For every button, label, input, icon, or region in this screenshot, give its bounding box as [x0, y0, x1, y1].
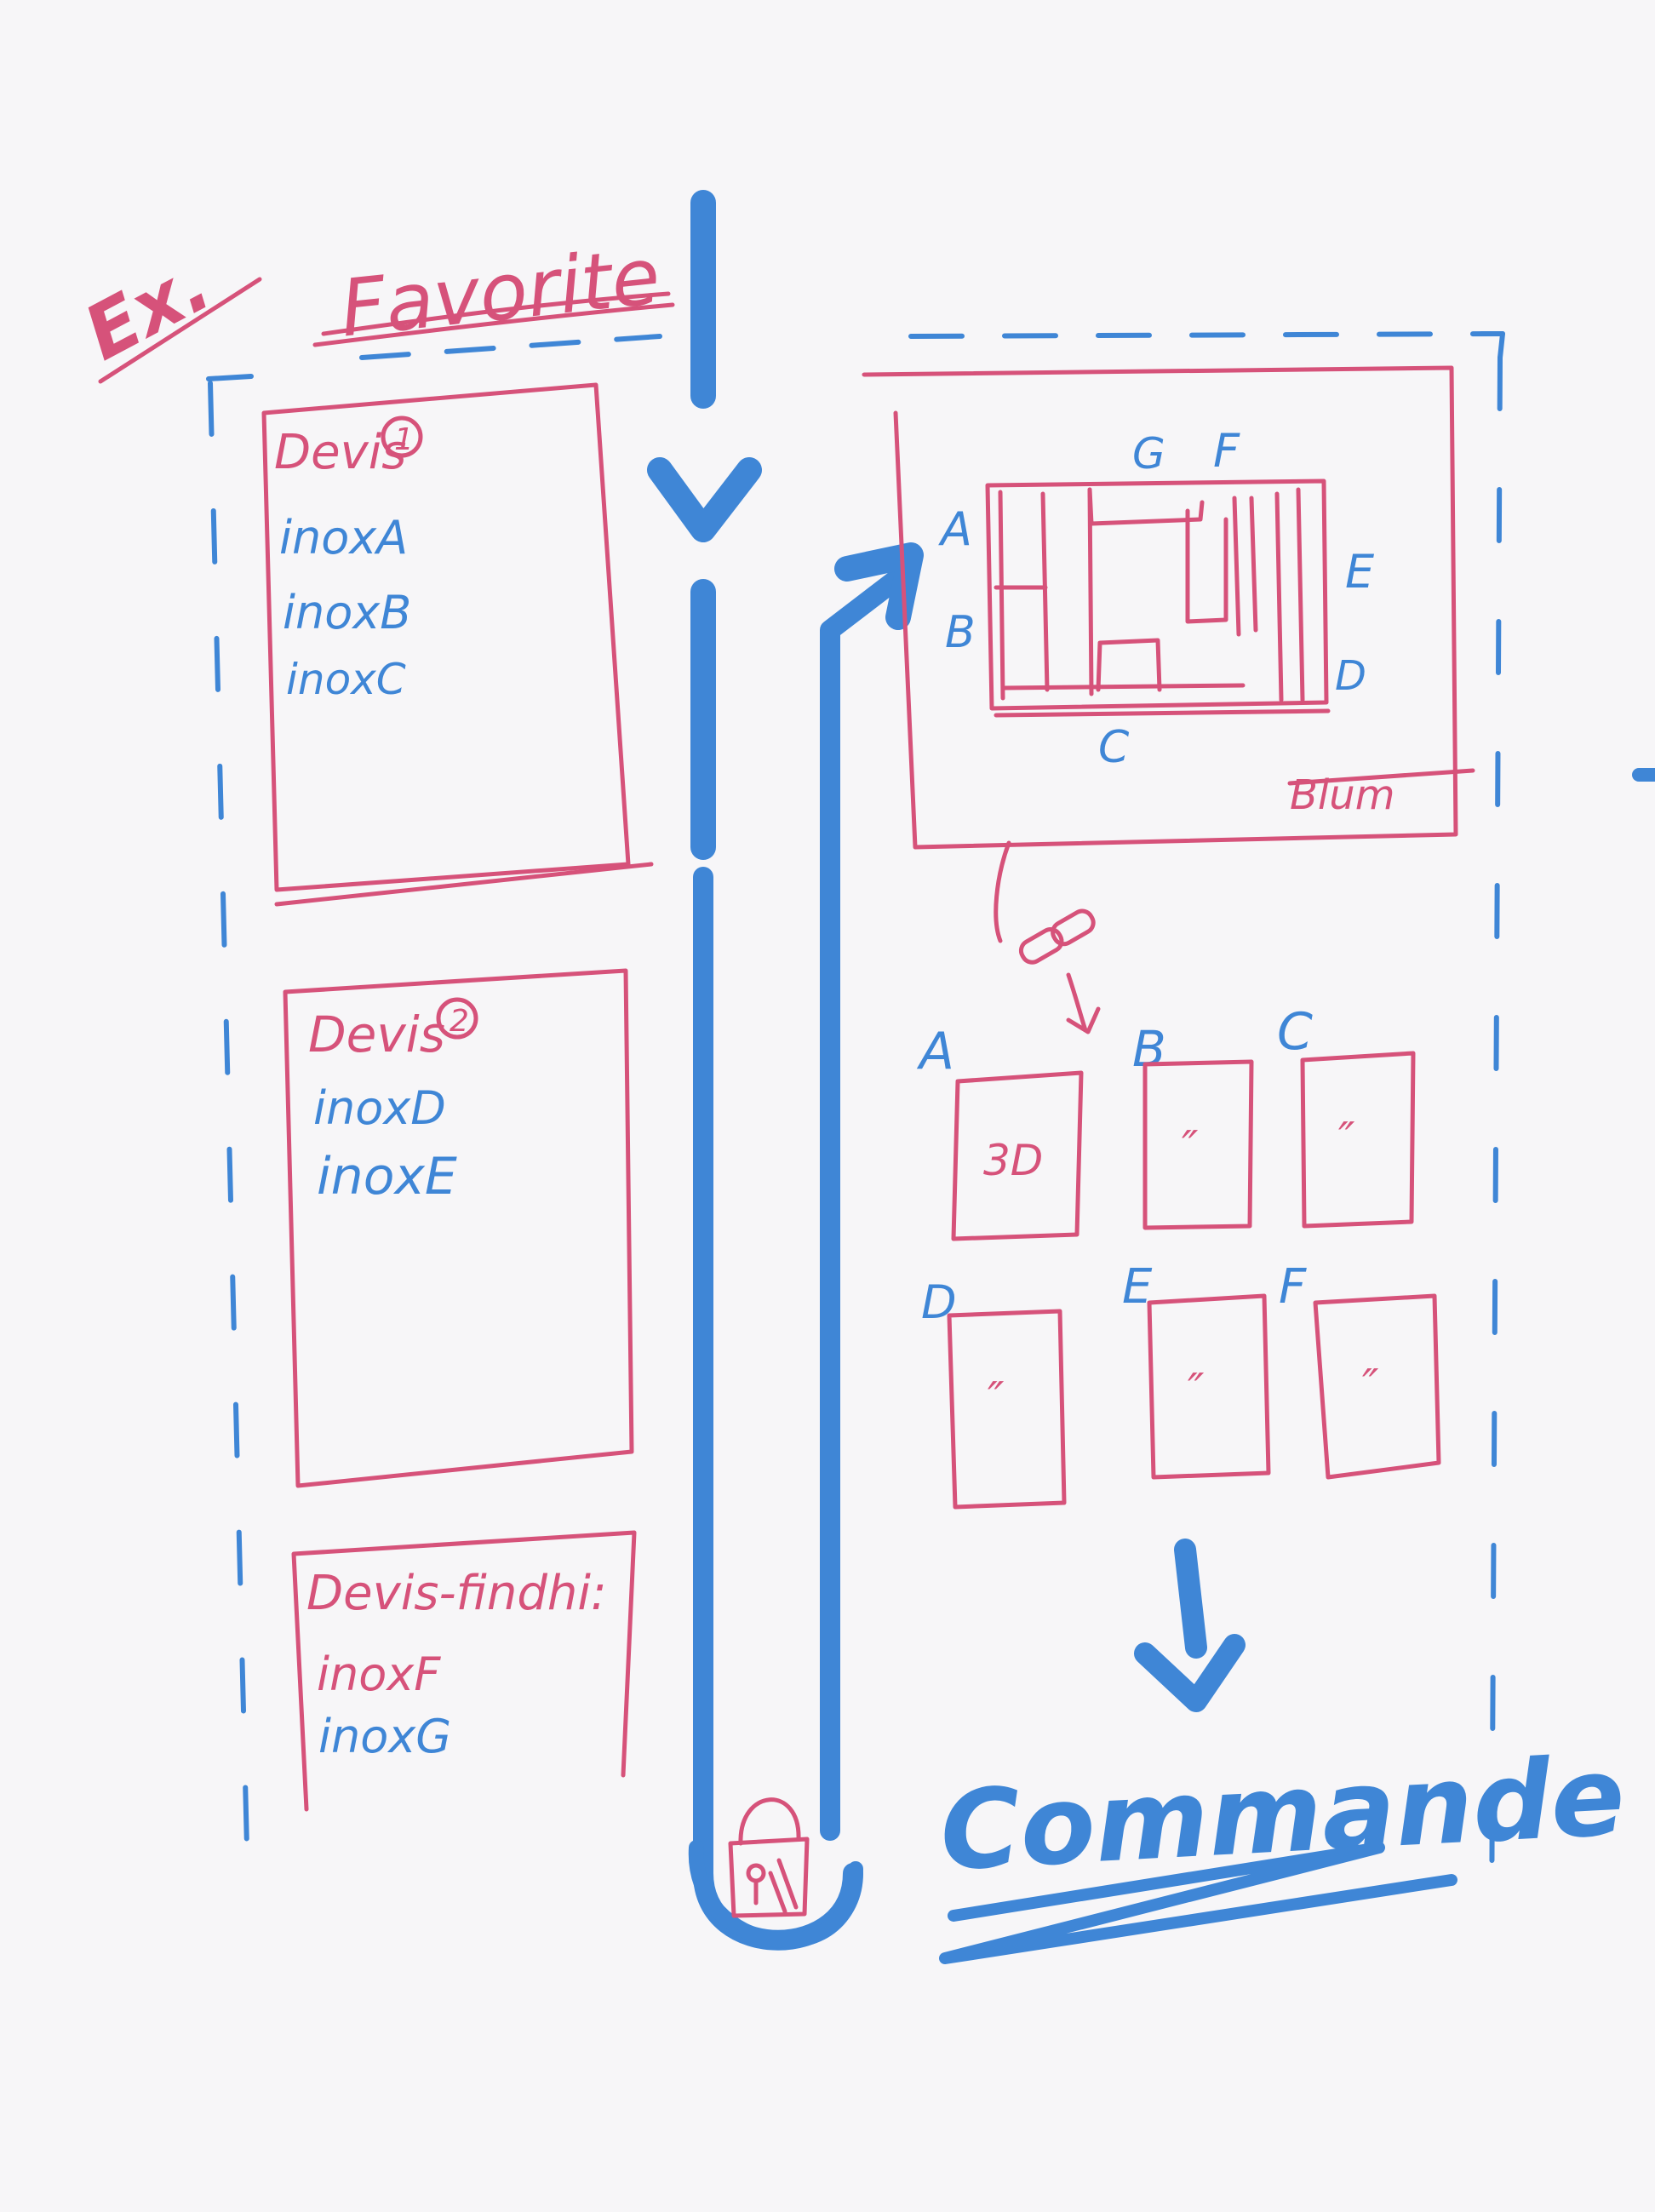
quote-card-1-item-1: inoxA — [279, 511, 408, 564]
order-section[interactable]: Commande — [937, 1733, 1628, 1964]
quote-card-2-item-2: inoxE — [317, 1147, 457, 1206]
panel-card-f[interactable]: F ″ — [1279, 1259, 1441, 1480]
panel-label-b: B — [1132, 1020, 1166, 1078]
floor-plan-diagram — [985, 479, 1331, 718]
link-icon — [1018, 908, 1096, 965]
panel-text-e: ″ — [1188, 1365, 1205, 1416]
quote-card-2-title: Devis — [308, 1006, 445, 1063]
panel-card-e[interactable]: E ″ — [1122, 1259, 1271, 1480]
quote-card-1-number: 1 — [394, 422, 414, 457]
blueprint-corner-label: Blum — [1290, 771, 1394, 819]
panel-label-f: F — [1279, 1259, 1307, 1315]
header-prefix-underline — [98, 277, 262, 384]
quote-number-badge — [436, 997, 478, 1040]
blueprint-label-b: B — [945, 607, 976, 658]
blueprint-label-d: D — [1335, 652, 1366, 700]
lock-icon — [728, 1797, 810, 1918]
quote-card-2[interactable]: Devis 2 inoxD inoxE — [283, 968, 634, 1488]
panel-text-a: 3D — [983, 1136, 1043, 1185]
panel-card-d[interactable]: D ″ — [921, 1275, 1067, 1510]
quote-card-2-item-1: inoxD — [313, 1081, 446, 1135]
flow-loop-ring — [688, 1840, 863, 1949]
panel-card-a[interactable]: A 3D — [916, 1022, 1084, 1241]
header: Ex. Favorite — [71, 231, 675, 384]
panel-text-d: ″ — [988, 1373, 1005, 1424]
order-arrow-icon — [1134, 1539, 1246, 1712]
quote-number-badge — [381, 415, 423, 458]
down-chevron-icon — [647, 457, 762, 542]
quote-card-1-title: Devis — [274, 425, 406, 480]
quote-card-final[interactable]: Devis-findhi: inoxF inoxG — [291, 1530, 637, 1812]
quotes-frame — [206, 374, 254, 1850]
flow-up-line — [820, 564, 913, 1841]
quote-card-1-item-3: inoxC — [286, 655, 406, 704]
header-prefix: Ex. — [71, 240, 225, 378]
quote-card-1[interactable]: Devis 1 inoxA inoxB inoxC — [261, 382, 654, 907]
blueprint-label-c: C — [1098, 722, 1130, 773]
panel-label-a: A — [916, 1022, 954, 1081]
order-underline — [939, 1842, 1457, 1964]
blueprint-label-a: A — [938, 502, 972, 556]
panel-card-c[interactable]: C ″ — [1277, 1002, 1416, 1229]
blueprint-label-g: G — [1132, 429, 1165, 479]
panel-text-c: ″ — [1338, 1114, 1355, 1165]
blueprint-label-f: F — [1213, 424, 1240, 478]
order-frame — [908, 331, 1505, 1935]
quote-card-final-title: Devis-findhi: — [306, 1566, 607, 1621]
blueprint-label-e: E — [1345, 545, 1375, 599]
quote-card-1-item-2: inoxB — [283, 586, 411, 639]
panel-text-b: ″ — [1182, 1122, 1199, 1173]
quote-card-2-number: 2 — [450, 1004, 469, 1039]
header-title-underline-2 — [312, 302, 675, 347]
quote-card-final-item-1: inoxF — [317, 1648, 441, 1701]
panel-label-c: C — [1277, 1002, 1313, 1062]
panel-card-b[interactable]: B ″ — [1132, 1020, 1254, 1230]
blueprint-card[interactable]: Blum A B C D E G F — [862, 365, 1475, 850]
panel-text-f: ″ — [1362, 1361, 1379, 1412]
header-title-underline-1 — [321, 291, 671, 336]
quote-card-final-item-2: inoxG — [318, 1710, 451, 1763]
link-arrow-icon — [1066, 972, 1101, 1034]
blueprint-connector — [994, 840, 1011, 943]
